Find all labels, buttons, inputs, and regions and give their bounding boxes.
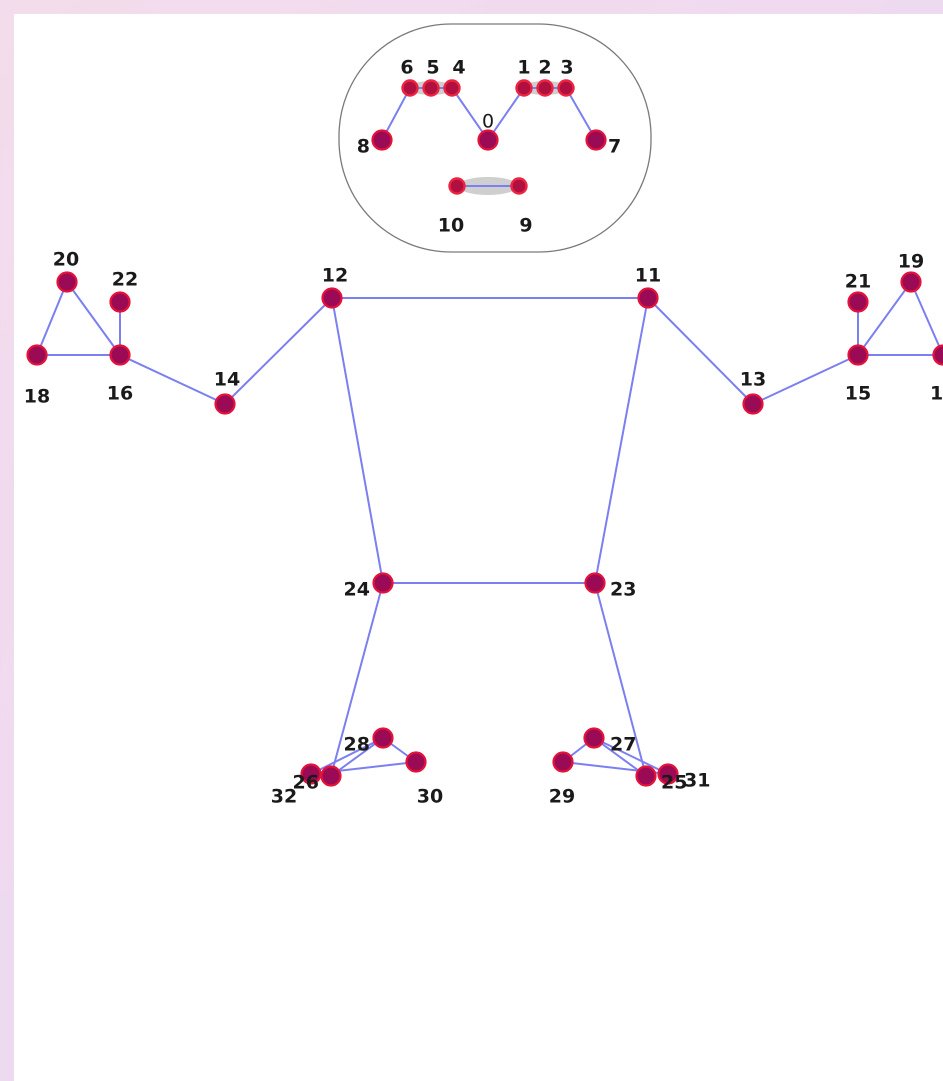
landmark-24-point (372, 572, 394, 594)
landmark-27-point (583, 727, 605, 749)
landmark-19-label: 19 (898, 251, 924, 273)
landmark-6-point (401, 79, 419, 97)
bone-26-28 (330, 737, 384, 777)
landmark-31-label: 31 (684, 770, 710, 792)
landmark-8-point (371, 129, 393, 151)
landmark-14-point (214, 393, 236, 415)
landmark-20-label: 20 (53, 249, 79, 271)
landmark-17-label: 17 (930, 383, 943, 405)
landmark-10-label: 10 (438, 215, 464, 237)
landmark-16-label: 16 (107, 383, 133, 405)
landmark-21-point (847, 291, 869, 313)
landmark-7-label: 7 (608, 136, 621, 158)
skeleton-joints (26, 79, 943, 787)
landmark-20-point (56, 271, 78, 293)
landmark-2-point (536, 79, 554, 97)
bone-16-20 (66, 281, 121, 356)
landmark-24-label: 24 (344, 579, 370, 601)
landmark-0-label: 0 (482, 111, 494, 133)
landmark-30-point (405, 751, 427, 773)
landmark-12-point (321, 287, 343, 309)
landmark-0-point (477, 129, 499, 151)
landmark-23-point (584, 572, 606, 594)
landmark-11-point (637, 287, 659, 309)
bone-23-25 (594, 582, 647, 777)
landmark-7-point (585, 129, 607, 151)
bone-18-20 (36, 281, 68, 356)
landmark-32-label: 32 (271, 786, 297, 808)
bone-24-26 (330, 582, 384, 777)
landmark-28-point (372, 727, 394, 749)
bone-12-14 (224, 297, 333, 405)
landmark-3-point (557, 79, 575, 97)
landmark-4-label: 4 (452, 57, 465, 79)
landmark-31-point (657, 763, 679, 785)
landmark-5-label: 5 (426, 57, 439, 79)
bone-11-23 (594, 297, 649, 584)
bone-17-19 (910, 281, 943, 356)
landmark-13-label: 13 (740, 369, 766, 391)
landmark-22-point (109, 291, 131, 313)
landmark-28-label: 28 (344, 734, 370, 756)
landmark-4-point (443, 79, 461, 97)
landmark-9-label: 9 (519, 215, 532, 237)
bone-13-15 (752, 354, 859, 405)
landmark-13-point (742, 393, 764, 415)
landmark-8-label: 8 (357, 136, 370, 158)
landmark-18-point (26, 344, 48, 366)
landmark-10-point (448, 177, 466, 195)
bone-14-16 (119, 354, 226, 405)
landmark-23-label: 23 (610, 579, 636, 601)
landmark-18-label: 18 (24, 386, 50, 408)
landmark-12-label: 12 (322, 265, 348, 287)
landmark-1-point (515, 79, 533, 97)
landmark-29-label: 29 (549, 786, 575, 808)
bone-12-24 (331, 297, 384, 584)
landmark-15-label: 15 (845, 383, 871, 405)
landmark-9-point (510, 177, 528, 195)
landmark-2-label: 2 (538, 57, 551, 79)
landmark-6-label: 6 (400, 57, 413, 79)
landmark-27-label: 27 (610, 734, 636, 756)
landmark-17-point (932, 344, 943, 366)
landmark-26-label: 26 (293, 772, 319, 794)
landmark-25-point (635, 765, 657, 787)
landmark-14-label: 14 (214, 369, 240, 391)
landmark-22-label: 22 (112, 269, 138, 291)
joint-labels: 0123456789101112131415161718192021222324… (24, 57, 943, 808)
landmark-19-point (900, 271, 922, 293)
bone-11-13 (647, 297, 754, 405)
landmark-26-point (320, 765, 342, 787)
landmark-32-point (300, 763, 322, 785)
bone-28-32 (310, 737, 384, 775)
landmark-5-point (422, 79, 440, 97)
landmark-16-point (109, 344, 131, 366)
landmark-25-label: 25 (661, 772, 687, 794)
landmark-15-point (847, 344, 869, 366)
bone-27-31 (593, 737, 669, 775)
landmark-3-label: 3 (560, 57, 573, 79)
landmark-11-label: 11 (635, 265, 661, 287)
landmark-29-point (552, 751, 574, 773)
bone-15-19 (857, 281, 912, 356)
landmark-21-label: 21 (845, 271, 871, 293)
landmark-30-label: 30 (417, 786, 443, 808)
landmark-1-label: 1 (517, 57, 530, 79)
